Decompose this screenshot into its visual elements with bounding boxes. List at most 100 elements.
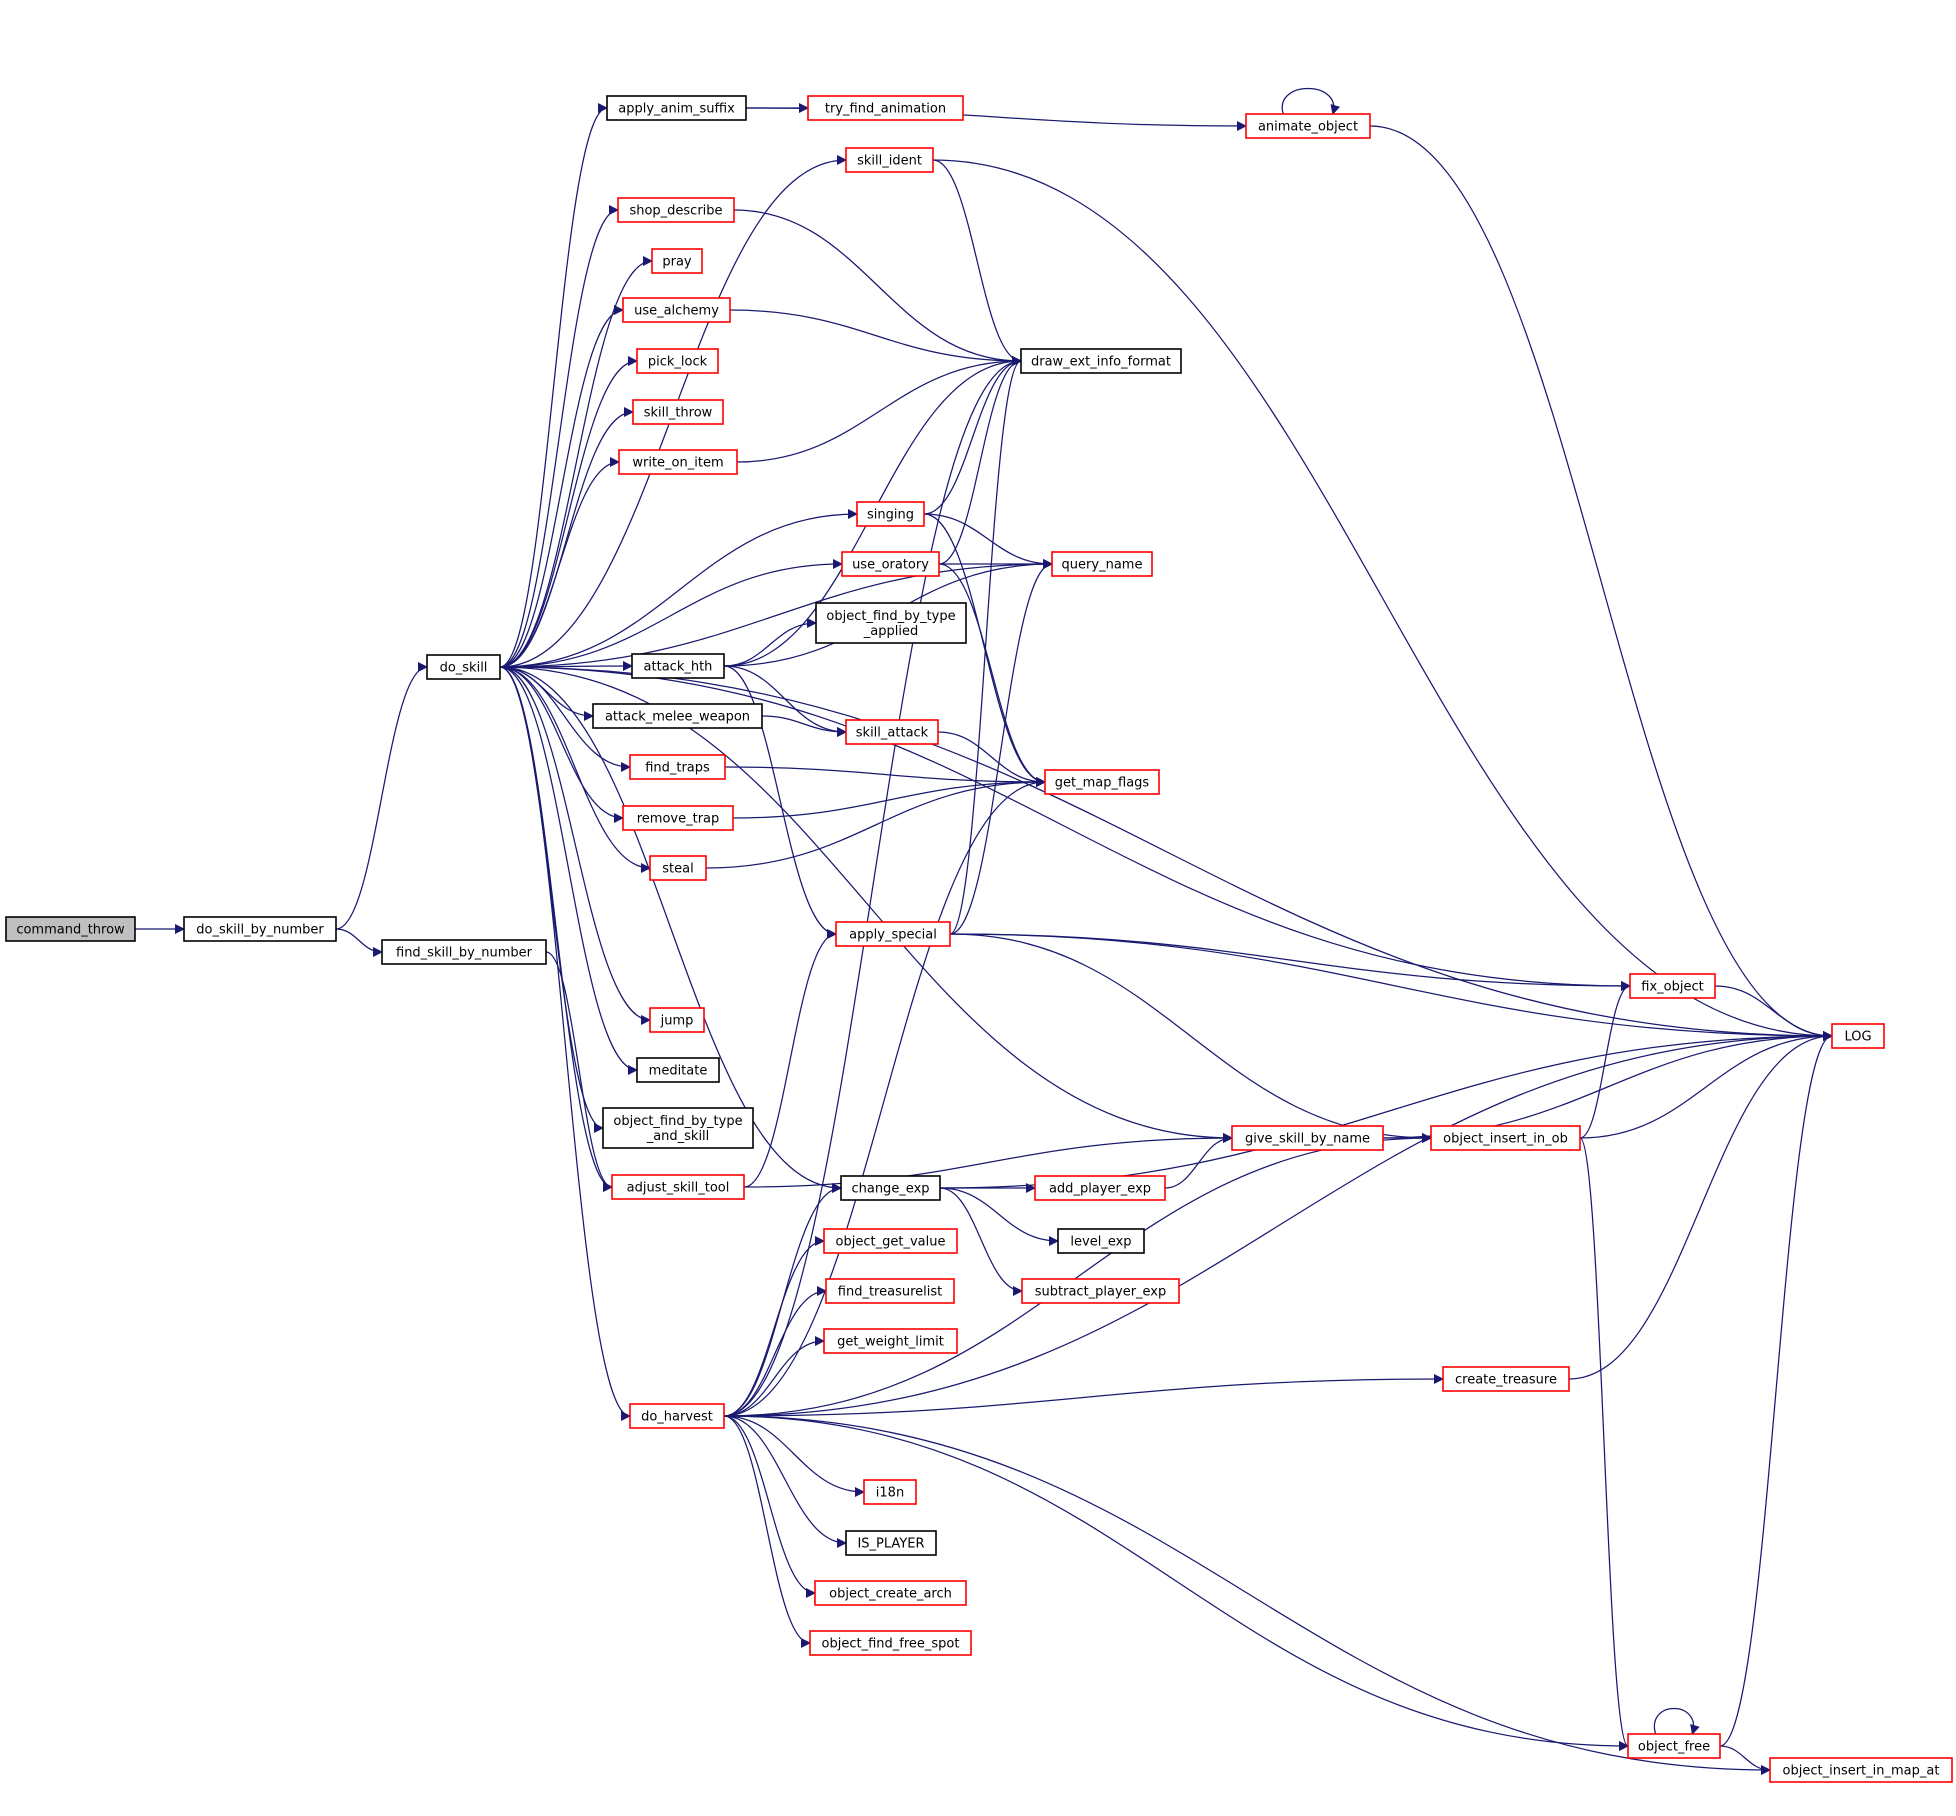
node-apply_special[interactable]: apply_special [835,921,951,947]
edge-animate_object-to-LOG [1369,125,1833,1041]
node-do_skill[interactable]: do_skill [426,654,501,680]
node-meditate[interactable]: meditate [636,1057,720,1083]
node-animate_object[interactable]: animate_object [1245,113,1371,139]
node-box-object_find_by_type_and_skill [602,1107,754,1149]
node-box-get_weight_limit [823,1328,958,1354]
node-attack_hth[interactable]: attack_hth [631,653,725,679]
node-object_find_by_type_and_skill[interactable]: object_find_by_type_and_skill [602,1107,754,1149]
node-pray[interactable]: pray [651,248,703,274]
node-remove_trap[interactable]: remove_trap [622,805,734,831]
node-apply_anim_suffix[interactable]: apply_anim_suffix [606,95,747,121]
node-box-change_exp [840,1175,941,1201]
node-object_find_by_type_applied[interactable]: object_find_by_type_applied [815,602,967,644]
node-get_map_flags[interactable]: get_map_flags [1044,769,1160,795]
node-box-apply_anim_suffix [606,95,747,121]
node-box-give_skill_by_name [1231,1125,1384,1151]
node-box-i18n [863,1479,917,1505]
node-label-add_player_exp-line-0: add_player_exp [1049,1182,1151,1197]
node-pick_lock[interactable]: pick_lock [636,348,719,374]
node-draw_ext_info_format[interactable]: draw_ext_info_format [1020,348,1182,374]
node-object_find_free_spot[interactable]: object_find_free_spot [809,1630,972,1656]
edge-do_skill-to-use_oratory [499,559,843,668]
edge-do_harvest-to-draw_ext_info_format [723,356,1022,1417]
node-box-query_name [1051,551,1153,577]
node-label-object_create_arch-line-0: object_create_arch [829,1587,952,1602]
node-box-animate_object [1245,113,1371,139]
node-box-find_traps [629,754,726,780]
node-label-get_map_flags-line-0: get_map_flags [1055,776,1150,791]
call-edges [135,87,1833,1775]
node-use_oratory[interactable]: use_oratory [841,551,940,577]
node-object_create_arch[interactable]: object_create_arch [814,1580,967,1606]
edge-attack_hth-to-skill_attack [723,665,847,737]
node-give_skill_by_name[interactable]: give_skill_by_name [1231,1125,1384,1151]
node-object_insert_in_map_at[interactable]: object_insert_in_map_at [1769,1757,1953,1783]
node-label-object_find_by_type_applied-line-1: _applied [863,624,918,639]
node-find_traps[interactable]: find_traps [629,754,726,780]
node-adjust_skill_tool[interactable]: adjust_skill_tool [611,1174,745,1200]
node-find_skill_by_number[interactable]: find_skill_by_number [381,939,547,965]
node-shop_describe[interactable]: shop_describe [617,197,735,223]
node-label-steal-line-0: steal [662,862,693,877]
node-use_alchemy[interactable]: use_alchemy [622,297,731,323]
edge-find_traps-to-get_map_flags [724,766,1046,787]
node-label-draw_ext_info_format-line-0: draw_ext_info_format [1031,355,1171,370]
edge-object_free-to-object_insert_in_map_at [1719,1745,1771,1775]
node-label-find_traps-line-0: find_traps [645,761,710,776]
node-find_treasurelist[interactable]: find_treasurelist [825,1278,955,1304]
node-label-object_insert_in_map_at-line-0: object_insert_in_map_at [1783,1764,1940,1779]
node-skill_throw[interactable]: skill_throw [632,399,724,425]
edge-change_exp-to-subtract_player_exp [939,1187,1023,1296]
node-steal[interactable]: steal [649,855,707,881]
node-label-subtract_player_exp-line-0: subtract_player_exp [1035,1285,1167,1300]
edge-do_skill-to-fix_object [499,666,1631,991]
node-i18n[interactable]: i18n [863,1479,917,1505]
node-level_exp[interactable]: level_exp [1057,1228,1145,1254]
node-label-attack_melee_weapon-line-0: attack_melee_weapon [605,710,750,725]
node-label-object_find_by_type_and_skill-line-0: object_find_by_type [613,1114,742,1129]
edge-do_skill-to-give_skill_by_name [499,666,1233,1143]
node-box-skill_ident [845,147,934,173]
node-add_player_exp[interactable]: add_player_exp [1034,1175,1166,1201]
node-label-level_exp-line-0: level_exp [1070,1235,1131,1250]
node-subtract_player_exp[interactable]: subtract_player_exp [1021,1278,1180,1304]
node-box-object_find_by_type_applied [815,602,967,644]
node-write_on_item[interactable]: write_on_item [618,449,738,475]
node-box-meditate [636,1057,720,1083]
node-box-subtract_player_exp [1021,1278,1180,1304]
node-do_harvest[interactable]: do_harvest [629,1403,725,1429]
node-do_skill_by_number[interactable]: do_skill_by_number [183,916,337,942]
function-nodes: command_throw do_skill_by_number find_skil… [5,95,1953,1783]
node-command_throw[interactable]: command_throw [5,916,136,942]
node-box-LOG [1831,1023,1885,1049]
node-object_insert_in_ob[interactable]: object_insert_in_ob [1430,1125,1581,1151]
node-change_exp[interactable]: change_exp [840,1175,941,1201]
node-label-fix_object-line-0: fix_object [1641,980,1703,995]
node-singing[interactable]: singing [856,501,925,527]
node-LOG[interactable]: LOG [1831,1023,1885,1049]
edge-do_skill-to-query_name [499,559,1053,668]
node-label-object_find_free_spot-line-0: object_find_free_spot [822,1637,960,1652]
node-IS_PLAYER[interactable]: IS_PLAYER [845,1530,937,1556]
node-label-object_free-line-0: object_free [1638,1740,1710,1755]
node-fix_object[interactable]: fix_object [1629,973,1716,999]
edge-find_skill_by_number-to-adjust_skill_tool [545,951,613,1192]
node-attack_melee_weapon[interactable]: attack_melee_weapon [592,703,763,729]
node-box-pick_lock [636,348,719,374]
node-query_name[interactable]: query_name [1051,551,1153,577]
node-object_get_value[interactable]: object_get_value [823,1228,958,1254]
node-box-fix_object [1629,973,1716,999]
node-object_free[interactable]: object_free [1627,1733,1721,1759]
edge-skill_attack-to-get_map_flags [937,731,1046,787]
node-label-give_skill_by_name-line-0: give_skill_by_name [1245,1132,1370,1147]
edge-fix_object-to-LOG [1714,985,1833,1041]
node-jump[interactable]: jump [649,1007,705,1033]
node-label-object_insert_in_ob-line-0: object_insert_in_ob [1443,1132,1568,1147]
node-label-do_skill-line-0: do_skill [440,661,488,676]
node-skill_attack[interactable]: skill_attack [845,719,939,745]
node-create_treasure[interactable]: create_treasure [1442,1366,1570,1392]
node-label-meditate-line-0: meditate [649,1064,708,1079]
node-get_weight_limit[interactable]: get_weight_limit [823,1328,958,1354]
node-try_find_animation[interactable]: try_find_animation [807,95,964,121]
node-skill_ident[interactable]: skill_ident [845,147,934,173]
